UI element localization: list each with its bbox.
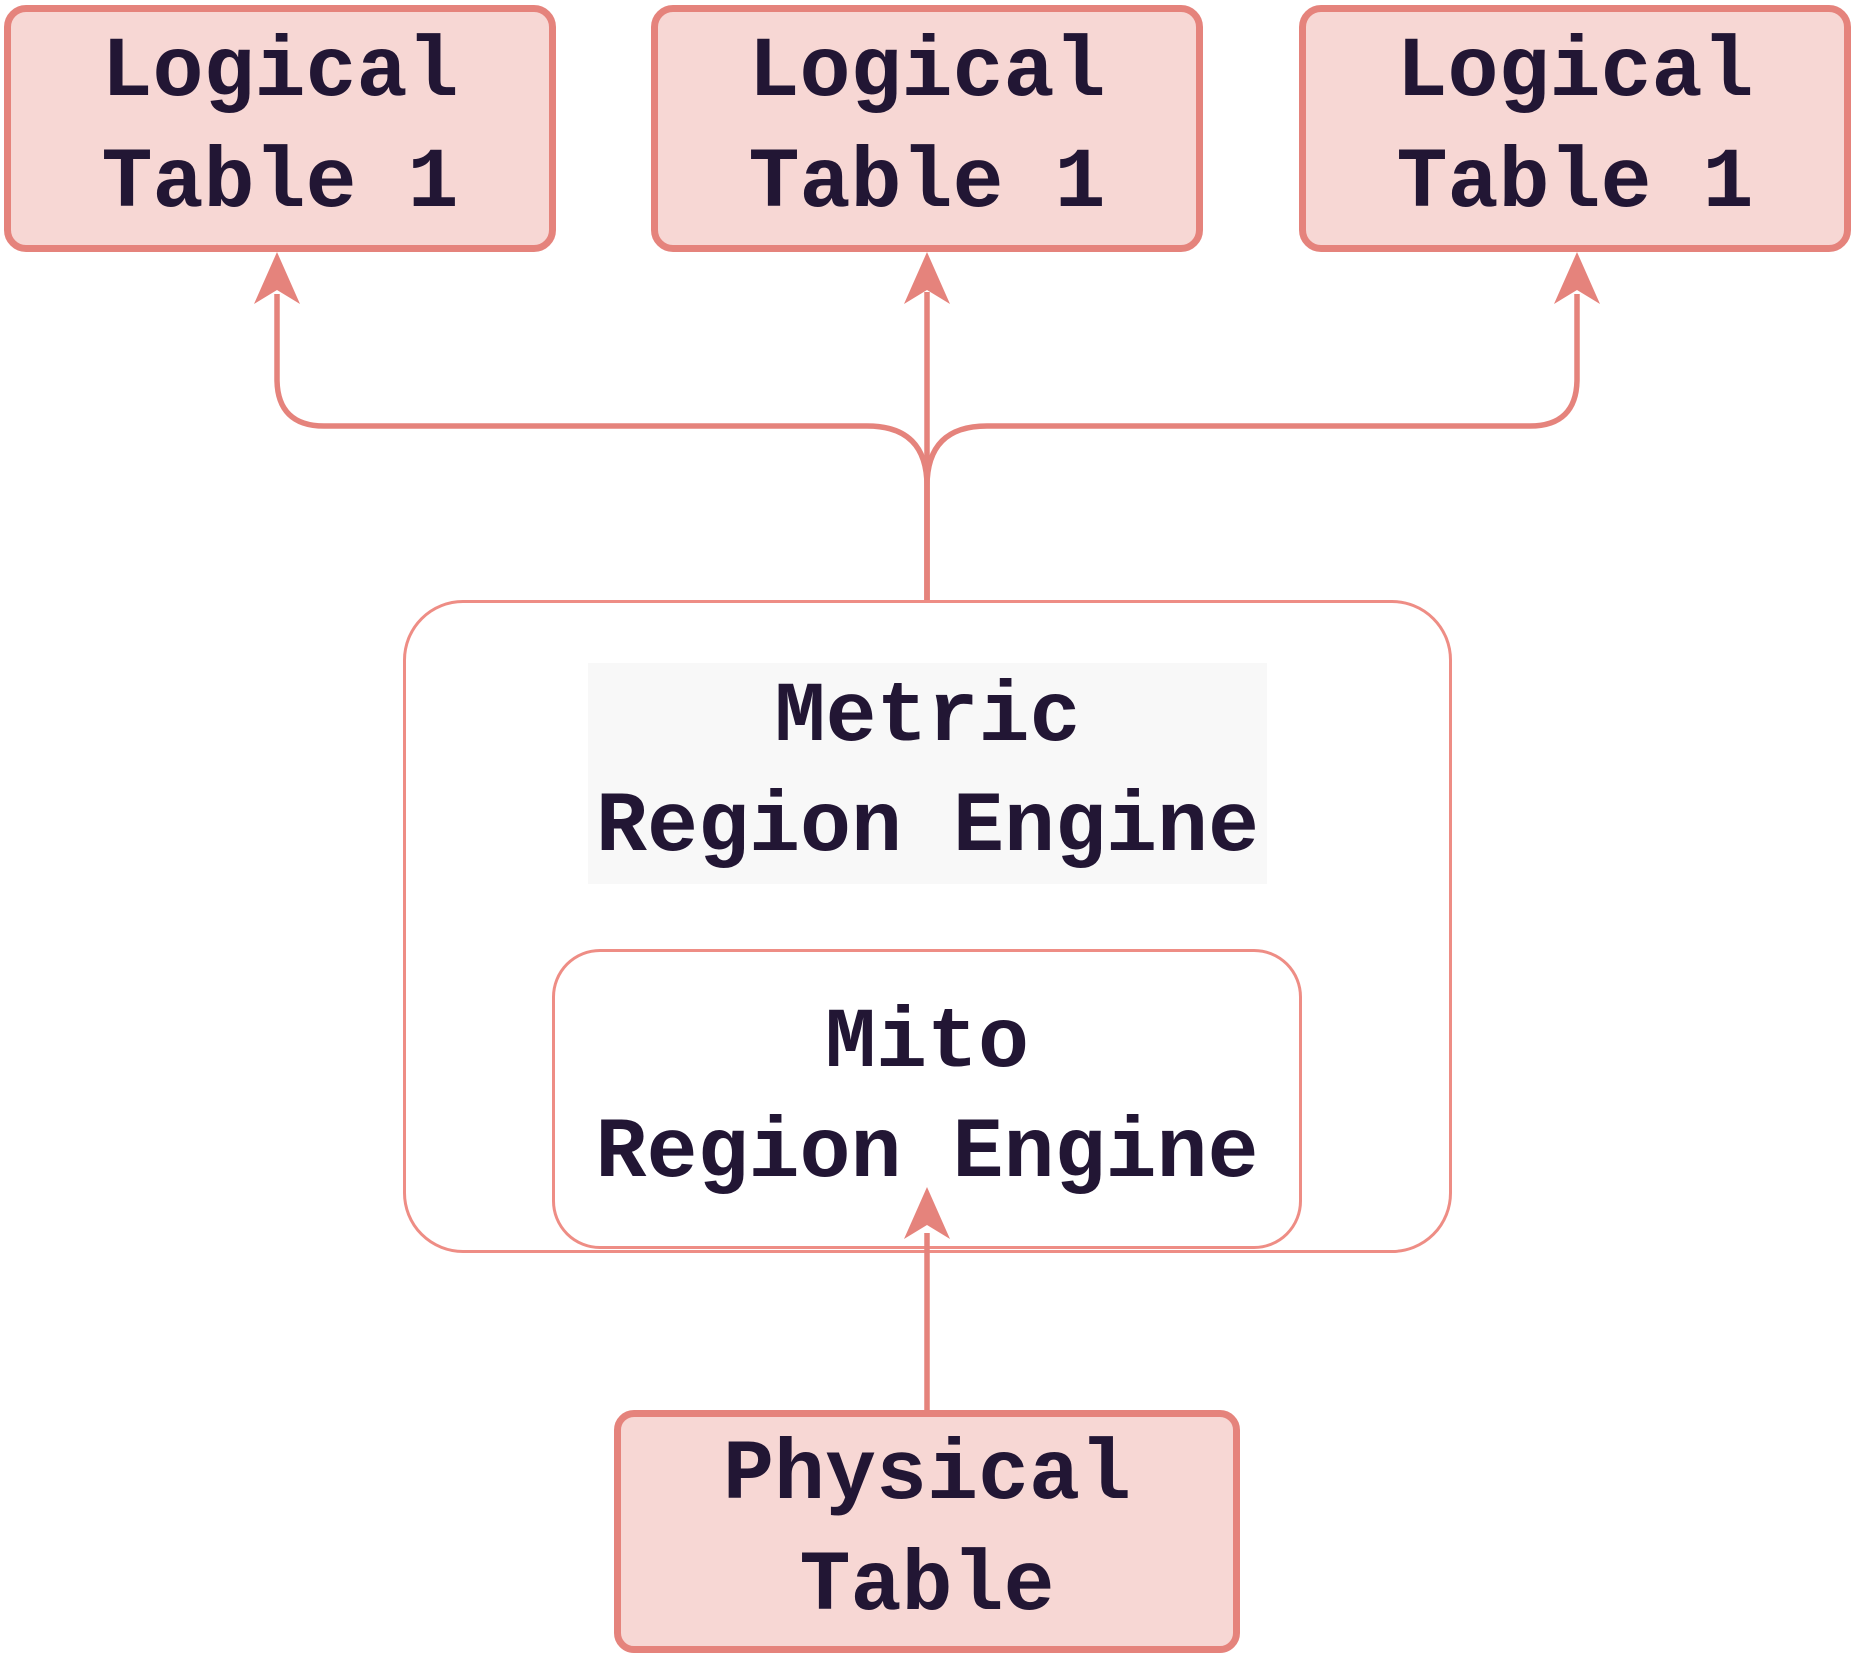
metric-region-engine-label: Metric Region Engine xyxy=(587,662,1268,884)
node-logical-table-1-middle-label: Logical Table 1 xyxy=(748,24,1106,232)
node-logical-table-1-right: Logical Table 1 xyxy=(1299,5,1851,252)
node-mito-region-engine: Mito Region Engine xyxy=(552,949,1302,1249)
node-physical-table: Physical Table xyxy=(614,1410,1240,1653)
physical-table-label: Physical Table xyxy=(722,1427,1132,1635)
arrowhead-up-left-icon xyxy=(254,252,300,304)
metric-region-engine-label-area: Metric Region Engine xyxy=(406,603,1449,943)
node-logical-table-1-left-label: Logical Table 1 xyxy=(101,24,459,232)
arrowhead-up-right-icon xyxy=(1554,252,1600,304)
node-metric-region-engine: Metric Region Engine Mito Region Engine xyxy=(403,600,1452,1253)
arrowhead-up-middle-icon xyxy=(904,252,950,304)
mito-region-engine-label: Mito Region Engine xyxy=(595,994,1259,1203)
node-logical-table-1-middle: Logical Table 1 xyxy=(651,5,1203,252)
node-logical-table-1-right-label: Logical Table 1 xyxy=(1396,24,1754,232)
edge-metric-to-logical-right xyxy=(924,294,1580,600)
node-logical-table-1-left: Logical Table 1 xyxy=(4,5,556,252)
edge-metric-to-logical-left xyxy=(274,294,930,600)
